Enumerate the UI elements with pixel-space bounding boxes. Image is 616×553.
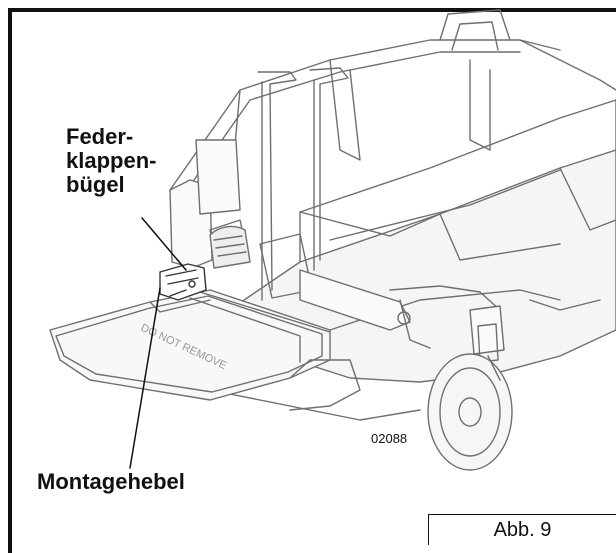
figure-caption: Abb. 9 [428,514,616,545]
latch-bracket [159,263,207,301]
leader-spring-latch [141,217,187,271]
label-mounting-lever: Montagehebel [37,469,185,494]
linkage-bar [299,269,501,349]
deck-ribs [439,167,616,311]
lift-frame [169,9,616,201]
label-spring-latch-line-1: Feder- [66,124,134,149]
label-spring-latch-bracket: Feder- klappen- bügel [66,125,156,197]
caster-wheel [427,305,513,471]
label-spring-latch-line-2: klappen- [66,148,157,173]
label-spring-latch-line-3: bügel [66,172,125,197]
figure-frame [8,8,616,553]
side-uprights [169,139,313,299]
height-adjust-plate [209,225,251,269]
lift-arms [257,67,349,301]
leader-lines [129,217,187,469]
leader-mounting-lever [129,287,161,469]
part-number: 02088 [371,431,408,446]
